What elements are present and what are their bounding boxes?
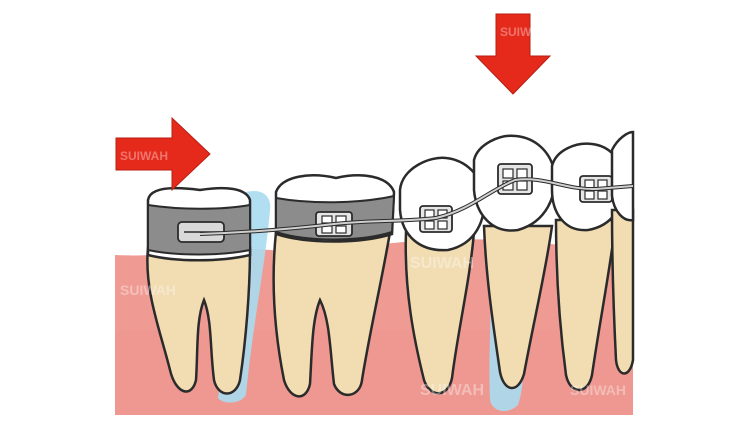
premolar-1 [398,156,486,395]
canine [550,142,626,392]
arrow-right-icon [115,116,211,192]
incisor-partial [610,130,635,375]
premolar-2-tipped [472,134,556,390]
svg-text:SUIWAH: SUIWAH [420,382,484,399]
svg-text:SUIWAH: SUIWAH [570,382,626,398]
svg-text:SUIWAH: SUIWAH [120,149,168,163]
watermark-logo: SUIWAH SUIWAH SUIWAH SUIWAH SUIWAH SUIWA… [120,25,626,399]
arrow-down-icon [474,13,552,95]
svg-text:SUIWAH: SUIWAH [120,282,176,298]
svg-text:SUIWAH: SUIWAH [410,255,474,272]
svg-text:SUIWAH: SUIWAH [500,25,548,39]
